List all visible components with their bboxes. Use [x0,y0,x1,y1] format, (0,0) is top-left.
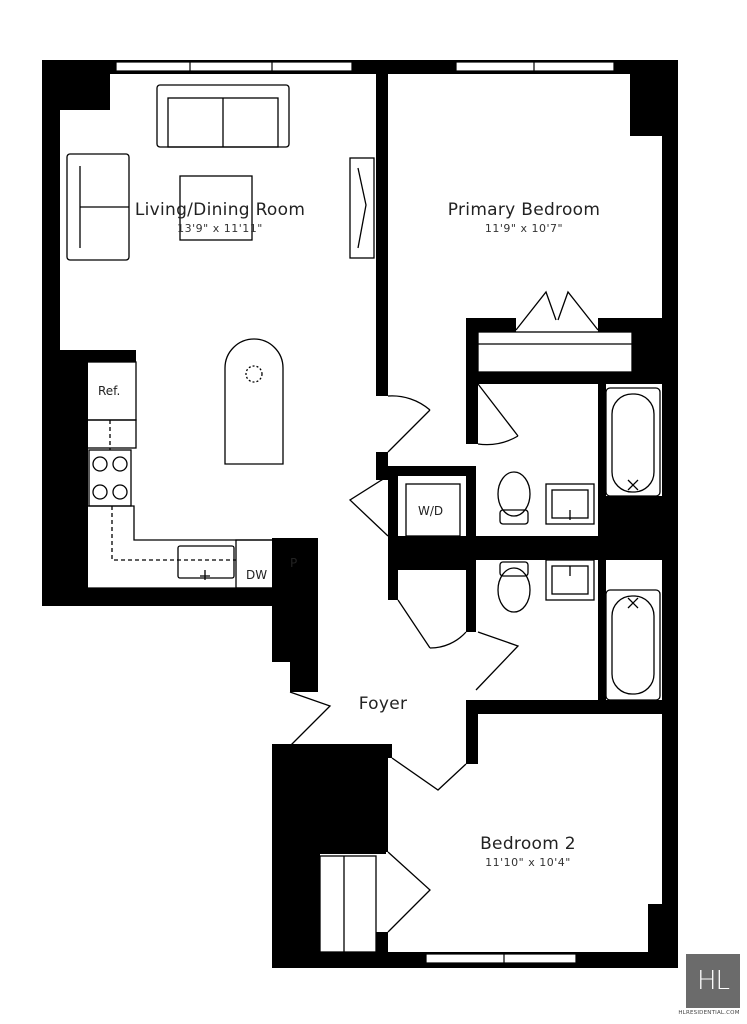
bathtub-1 [605,387,661,497]
kitchen-sink [177,545,235,579]
pantry [279,539,307,589]
foyer-label: Foyer [358,694,408,714]
coffee-table [179,175,253,241]
primary-closet [477,331,633,373]
dishwasher-label: DW [246,568,268,582]
toilet-2 [497,567,531,613]
washer-dryer [405,483,461,537]
refrigerator-label: Ref. [98,384,121,398]
windows [115,61,615,964]
bedroom-2-dims: 11'10" x 10'4" [485,856,571,869]
washer-dryer-label: W/D [418,504,444,518]
tv-console [349,157,375,259]
walls [42,60,678,968]
living-dining-room-dims: 13'9" x 11'11" [177,222,263,235]
primary-bedroom-dims: 11'9" x 10'7" [484,222,564,235]
vanity-2 [545,559,595,601]
primary-bedroom-label: Primary Bedroom [447,200,601,220]
dining-table [224,338,284,465]
fixtures [66,84,661,953]
dishwasher [235,539,277,589]
living-dining-room-label: Living/Dining Room [134,200,306,220]
site-url: HLRESIDENTIAL.COM [678,1010,740,1016]
bedroom-2-label: Bedroom 2 [480,834,576,854]
vanity-1 [545,483,595,525]
pantry-label: P [290,556,298,570]
bedroom2-closet [319,855,377,953]
bathtub-2 [605,589,661,701]
doors [285,290,599,933]
toilet-1 [497,471,531,517]
hl-logo: HL [686,954,740,1008]
